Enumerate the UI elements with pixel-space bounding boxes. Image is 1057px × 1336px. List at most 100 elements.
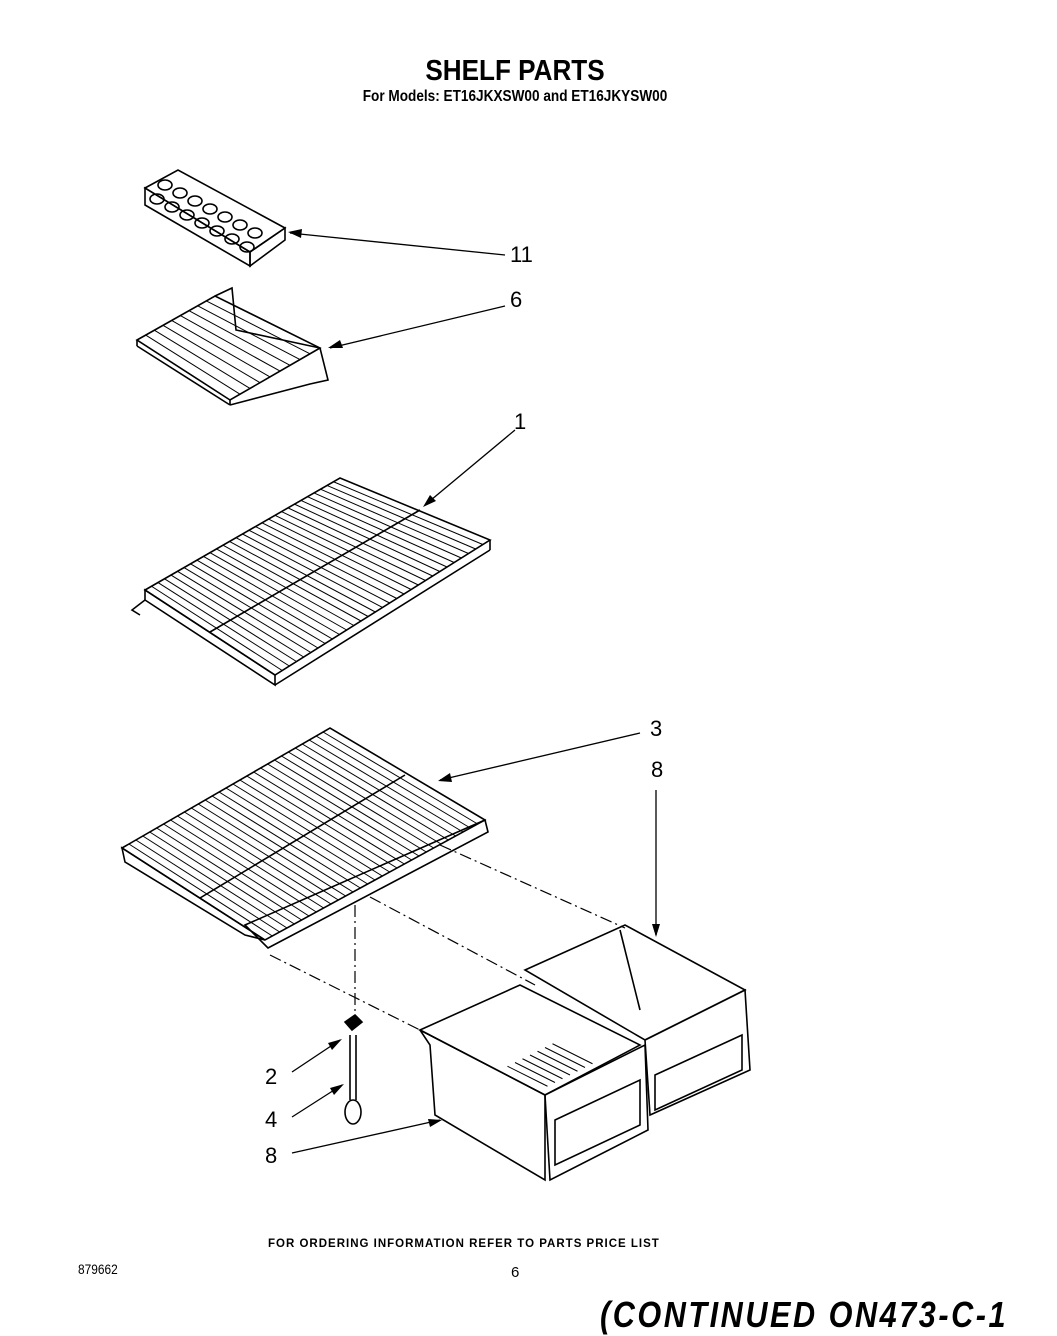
crisper-drawers-drawing [418, 924, 751, 1182]
crisper-grille [507, 1065, 548, 1087]
shelf-wire [183, 567, 319, 649]
shelf-wire [216, 548, 355, 626]
crisper-cover-shelf-drawing [120, 727, 489, 949]
ice-cup [224, 233, 240, 245]
wire-shelf-drawing [130, 477, 492, 687]
shelf-wire [267, 763, 420, 857]
shelf-wire [135, 839, 280, 933]
shelf-wire [322, 731, 478, 825]
crisper-grille [537, 1050, 578, 1072]
ordering-note: FOR ORDERING INFORMATION REFER TO PARTS … [268, 1238, 660, 1250]
shelf-wire [239, 779, 390, 873]
shelf-wire [156, 827, 302, 921]
shelf-wire [288, 751, 442, 845]
shelf-wire [261, 522, 405, 595]
shelf-wire [196, 559, 333, 640]
shelf-wire [260, 767, 412, 861]
rack-wire [145, 334, 241, 395]
shelf-wire [151, 585, 283, 671]
callout-3: 3 [650, 716, 663, 741]
continued-note: (CONTINUED ON473-C-1 [600, 1294, 1009, 1335]
shelf-wire [164, 578, 297, 662]
shelf-wire [229, 541, 369, 617]
ice-cup [202, 203, 218, 215]
rack-wire [197, 305, 301, 360]
shelf-wire [235, 537, 376, 613]
rack-wire [206, 300, 311, 355]
shelf-wire [253, 771, 405, 865]
callout-8-right: 8 [651, 757, 664, 782]
ice-cup [172, 187, 188, 199]
shelf-wire [248, 529, 390, 604]
shelf-wire [274, 759, 427, 853]
shelf-wire [232, 783, 383, 877]
shelf-wire [242, 533, 383, 608]
shelf-wire [218, 791, 368, 885]
callout-1: 1 [514, 409, 527, 434]
crisper-grille [514, 1062, 556, 1083]
shelf-wire [222, 544, 362, 622]
shelf-wire [287, 507, 433, 577]
shelf-wire [294, 503, 441, 572]
ice-cup [209, 225, 225, 237]
rack-wire [162, 324, 261, 384]
ice-cup [149, 193, 165, 205]
shelf-wire [320, 488, 469, 554]
ice-cup [179, 209, 195, 221]
shelf-wire [246, 775, 398, 869]
crisper-grille [522, 1058, 563, 1080]
shelf-wire [295, 747, 449, 841]
rack-wire [171, 320, 271, 378]
page-title: SHELF PARTS [425, 55, 605, 87]
shelf-wire [307, 496, 455, 563]
shelf-wire [313, 492, 462, 559]
shelf-wire [142, 835, 288, 929]
shelf-wire [177, 815, 324, 909]
shelf-wire [315, 735, 471, 829]
shelf-wire [184, 811, 332, 905]
document-number: 879662 [78, 1261, 118, 1277]
shelf-wire [211, 795, 361, 889]
shelf-wire [302, 743, 456, 837]
shelf-wire [281, 755, 434, 849]
shelf-wire [190, 563, 326, 644]
page-number: 6 [511, 1264, 520, 1281]
ice-cup [247, 227, 263, 239]
shelf-wire [333, 481, 484, 545]
shelf-wire [204, 799, 354, 893]
ice-cup [217, 211, 233, 223]
rack-wire [154, 329, 251, 389]
ice-cup [157, 179, 173, 191]
shelf-wire [300, 499, 448, 568]
rack-wire [188, 310, 291, 366]
shelf-wire [326, 485, 476, 550]
shelf-wire [209, 552, 347, 631]
freezer-shelf-rack-drawing [135, 286, 329, 406]
ice-cup [164, 201, 180, 213]
shelf-wire [149, 831, 295, 925]
callout-11: 11 [510, 242, 533, 267]
shelf-wire [128, 843, 273, 937]
shelf-wire [170, 819, 317, 913]
ice-cup [194, 217, 210, 229]
ice-cup [187, 195, 203, 207]
page-subtitle: For Models: ET16JKXSW00 and ET16JKYSW00 [362, 88, 668, 105]
shelf-wire [177, 570, 312, 653]
ice-cup [232, 219, 248, 231]
shelf-wire [163, 823, 310, 917]
shelf-wire [308, 739, 464, 833]
callout-6: 6 [510, 287, 523, 312]
shelf-wire [255, 526, 398, 599]
shelf-wire [198, 803, 346, 897]
crisper-grille [544, 1047, 586, 1068]
support-rod-drawing [343, 1013, 364, 1125]
callout-2: 2 [265, 1064, 278, 1089]
shelf-wire [281, 511, 426, 581]
ice-cup [239, 241, 255, 253]
shelf-wire [191, 807, 339, 901]
shelf-wire [203, 555, 340, 635]
assembly-guide-lines [269, 844, 626, 1036]
arrowheads [288, 229, 660, 1127]
crisper-grille [529, 1054, 571, 1076]
